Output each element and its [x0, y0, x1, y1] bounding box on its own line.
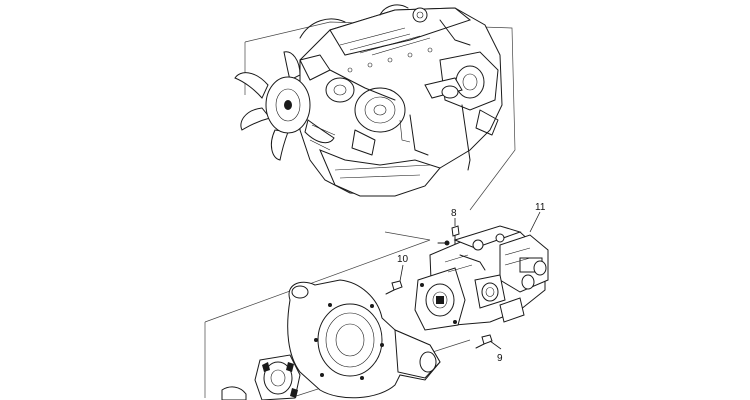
- callout-9: 9: [497, 353, 503, 364]
- flywheel-housing: [287, 279, 441, 399]
- bolt-8: [451, 225, 460, 245]
- bolt-9: [475, 334, 493, 349]
- coupling: [221, 354, 301, 400]
- engine-fan: [234, 51, 335, 161]
- leader-lines: [399, 211, 541, 350]
- engine-frame: [244, 21, 516, 211]
- callout-10: 10: [397, 254, 409, 265]
- engine-assembly: [234, 4, 503, 197]
- bolt-10: [385, 280, 403, 295]
- callout-11: 11: [535, 202, 546, 213]
- hydraulic-pump: [414, 225, 549, 331]
- callout-8: 8: [451, 208, 457, 219]
